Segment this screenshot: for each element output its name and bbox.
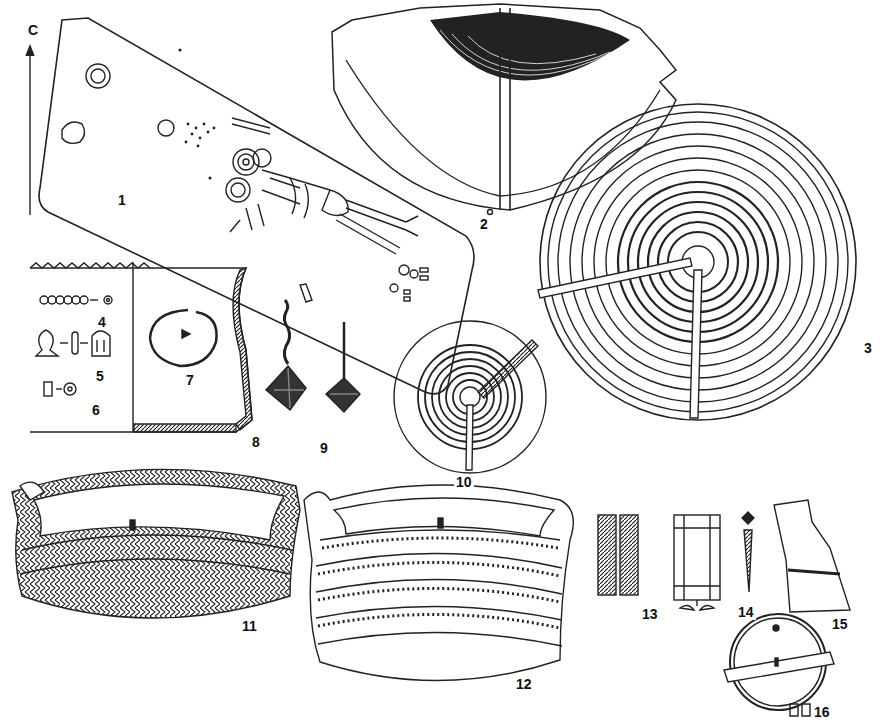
callout-number: 2 [478, 216, 490, 232]
callout-number: 14 [736, 604, 756, 620]
callout-number: 5 [94, 368, 106, 384]
callout-number: 1 [116, 192, 128, 208]
callout-number: 3 [862, 340, 874, 356]
callout-number: 16 [812, 704, 832, 720]
callout-number: 12 [514, 676, 534, 692]
callout-number: 13 [640, 606, 660, 622]
callout-number: 6 [90, 402, 102, 418]
callout-number: 10 [454, 474, 474, 490]
callout-number: C [26, 22, 40, 38]
callout-number: 7 [184, 372, 196, 388]
callout-number: 4 [96, 314, 108, 330]
callout-number: 8 [250, 434, 262, 450]
callout-number: 11 [240, 618, 259, 634]
callout-number: 15 [830, 616, 850, 632]
callout-number: 9 [318, 440, 330, 456]
